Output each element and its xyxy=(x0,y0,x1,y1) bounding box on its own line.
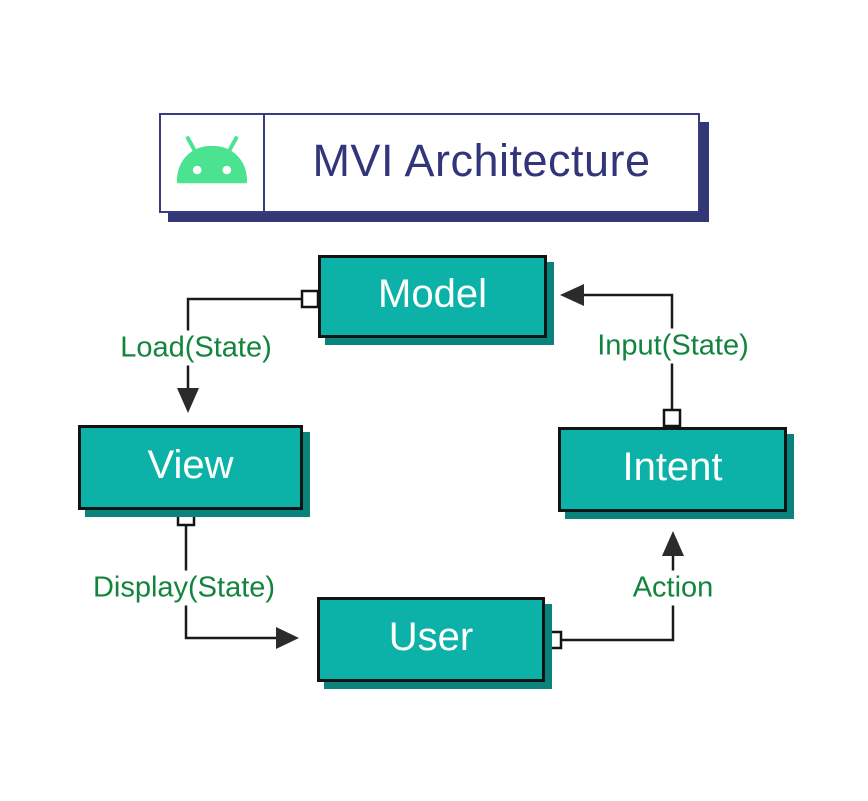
node-view-label: View xyxy=(147,443,234,487)
edge-label-load-state: Load(State) xyxy=(114,330,278,366)
android-icon xyxy=(176,136,248,184)
arrowhead-left-icon xyxy=(560,284,584,306)
port-view-bottom xyxy=(176,507,196,527)
arrowhead-down-icon xyxy=(177,388,199,413)
title-banner: MVI Architecture xyxy=(159,113,700,213)
edge-intent-to-model-line xyxy=(584,293,674,420)
node-model-label: Model xyxy=(378,272,487,316)
page-title: MVI Architecture xyxy=(312,135,651,186)
banner-icon-cell xyxy=(161,115,265,211)
node-intent: Intent xyxy=(558,427,787,512)
port-intent-top xyxy=(662,408,682,428)
edge-label-action: Action xyxy=(626,570,720,606)
arrowhead-right-icon xyxy=(276,627,299,649)
arrowhead-up-icon xyxy=(662,531,684,556)
node-view: View xyxy=(78,425,303,510)
edge-label-display-state: Display(State) xyxy=(86,570,282,606)
port-user-right xyxy=(543,630,563,650)
edge-label-input-state: Input(State) xyxy=(591,328,755,364)
node-user: User xyxy=(317,597,545,682)
node-intent-label: Intent xyxy=(622,445,723,489)
edge-view-to-user-line xyxy=(184,521,276,640)
node-model: Model xyxy=(318,255,547,338)
node-user-label: User xyxy=(388,615,474,659)
port-model-left xyxy=(300,289,320,309)
